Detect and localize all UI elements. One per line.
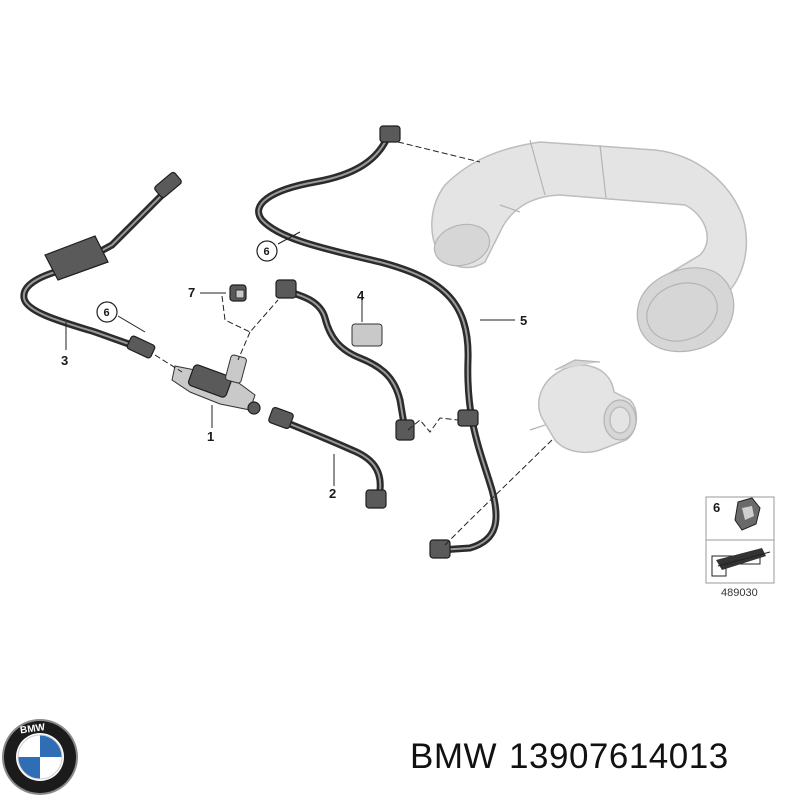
legend-number: 6 (713, 500, 720, 515)
connector-1 (171, 354, 261, 415)
intake-duct-ghost (431, 139, 748, 353)
leader-lines (65, 141, 553, 546)
callout-2: 2 (329, 486, 336, 501)
callout-6a: 6 (264, 246, 270, 258)
arrow-icon (711, 548, 771, 577)
hose-3 (20, 171, 182, 359)
callout-1: 1 (207, 429, 214, 444)
caption-brand: BMW (410, 737, 498, 776)
callout-5: 5 (520, 313, 527, 328)
caption: BMW 13907614013 (410, 737, 741, 777)
legend-box: 6 489030 (705, 496, 775, 599)
throttle-body-ghost (529, 359, 638, 453)
bmw-logo: BMW (2, 719, 78, 795)
hose-4 (275, 279, 415, 441)
hose-2 (268, 406, 387, 509)
clip-icon (734, 497, 761, 531)
callout-6b: 6 (104, 307, 110, 319)
callouts: 1 2 3 4 5 7 6 6 (61, 240, 527, 501)
callout-7: 7 (188, 285, 195, 300)
caption-part-number: 13907614013 (509, 737, 729, 776)
callout-3: 3 (61, 353, 68, 368)
clip-7 (229, 284, 247, 302)
callout-4: 4 (357, 288, 365, 303)
hose-5 (255, 125, 500, 559)
bmw-logo-text: BMW (19, 722, 46, 736)
legend-code: 489030 (721, 587, 758, 599)
